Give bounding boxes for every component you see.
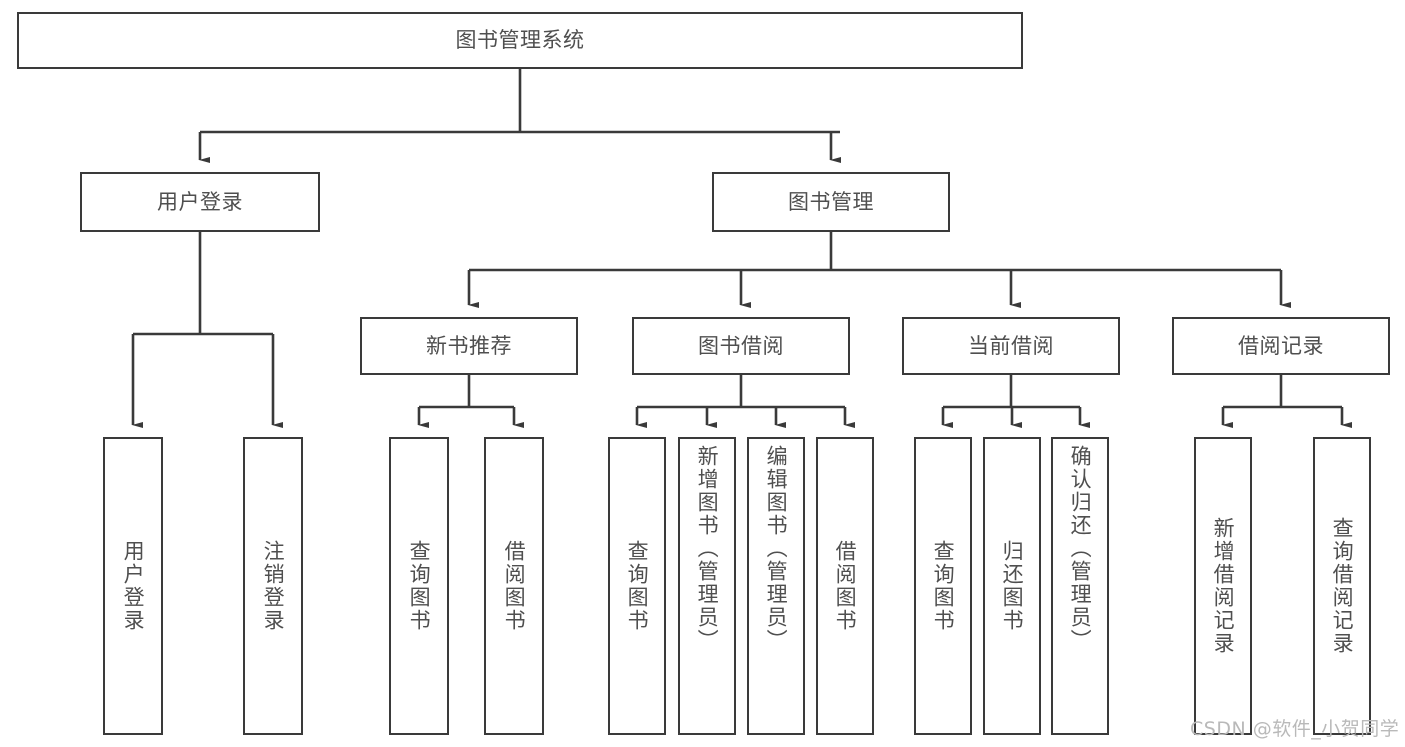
node-book-borrow[interactable]: 图书借阅 [632,317,850,375]
node-leaf-add-book[interactable]: 新增图书（管理员） [678,437,736,735]
node-leaf-borrow-book-rec-label: 借阅图书 [502,540,527,632]
node-user-login-label: 用户登录 [157,189,243,214]
node-leaf-query-book-cur-label: 查询图书 [931,540,956,632]
node-leaf-return-book-label: 归还图书 [1000,540,1025,632]
node-new-book-rec-label: 新书推荐 [426,333,512,358]
node-leaf-query-book-rec[interactable]: 查询图书 [389,437,449,735]
node-leaf-add-book-label: 新增图书（管理员） [695,445,720,652]
node-borrow-record[interactable]: 借阅记录 [1172,317,1390,375]
node-leaf-query-record[interactable]: 查询借阅记录 [1313,437,1371,735]
node-leaf-return-book[interactable]: 归还图书 [983,437,1041,735]
node-book-manage[interactable]: 图书管理 [712,172,950,232]
node-leaf-user-login[interactable]: 用户登录 [103,437,163,735]
node-leaf-query-book-borrow[interactable]: 查询图书 [608,437,666,735]
node-current-borrow[interactable]: 当前借阅 [902,317,1120,375]
node-leaf-borrow-book[interactable]: 借阅图书 [816,437,874,735]
node-leaf-query-book-borrow-label: 查询图书 [625,540,650,632]
node-leaf-borrow-book-rec[interactable]: 借阅图书 [484,437,544,735]
node-leaf-query-book-cur[interactable]: 查询图书 [914,437,972,735]
node-leaf-edit-book[interactable]: 编辑图书（管理员） [747,437,805,735]
node-leaf-logout-label: 注销登录 [261,540,286,632]
node-book-manage-label: 图书管理 [788,189,874,214]
node-book-borrow-label: 图书借阅 [698,333,784,358]
node-leaf-borrow-book-label: 借阅图书 [833,540,858,632]
csdn-watermark: CSDN @软件_小贺同学 [1190,718,1400,740]
node-leaf-query-book-rec-label: 查询图书 [407,540,432,632]
node-leaf-add-record[interactable]: 新增借阅记录 [1194,437,1252,735]
node-leaf-user-login-label: 用户登录 [121,540,146,632]
node-user-login[interactable]: 用户登录 [80,172,320,232]
node-borrow-record-label: 借阅记录 [1238,333,1324,358]
node-current-borrow-label: 当前借阅 [968,333,1054,358]
node-root-label: 图书管理系统 [455,28,585,53]
node-leaf-edit-book-label: 编辑图书（管理员） [764,445,789,652]
node-leaf-confirm-return-label: 确认归还（管理员） [1068,445,1093,652]
node-leaf-logout[interactable]: 注销登录 [243,437,303,735]
node-leaf-confirm-return[interactable]: 确认归还（管理员） [1051,437,1109,735]
node-leaf-query-record-label: 查询借阅记录 [1330,517,1355,655]
node-root[interactable]: 图书管理系统 [17,12,1023,69]
node-new-book-rec[interactable]: 新书推荐 [360,317,578,375]
node-leaf-add-record-label: 新增借阅记录 [1211,517,1236,655]
